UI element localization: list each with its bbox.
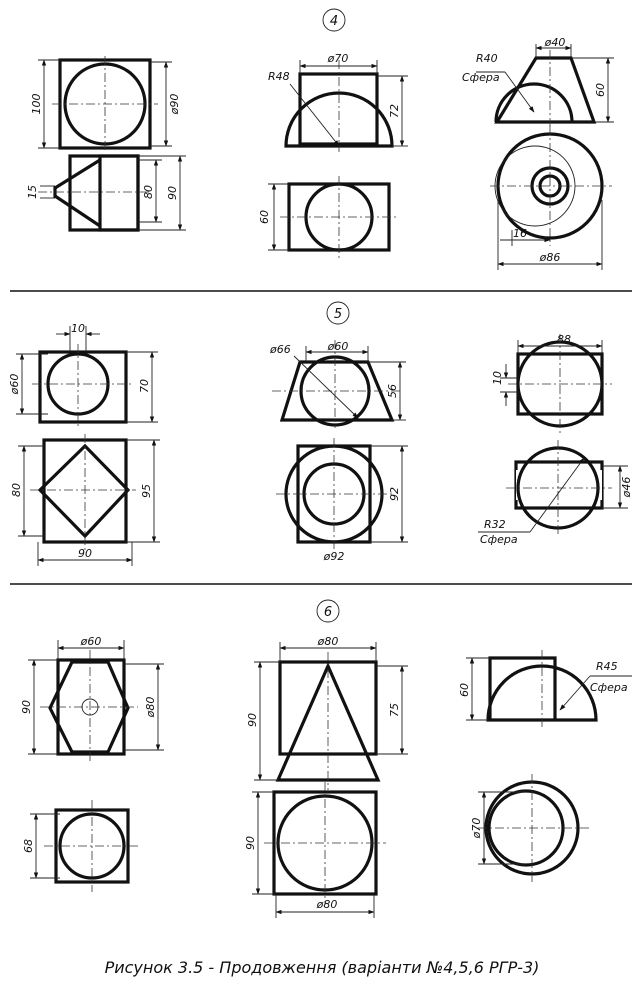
dim-label: 88	[557, 333, 571, 346]
dim-label: 70	[138, 379, 151, 393]
dim-label: 90	[244, 836, 257, 850]
figure-5c-front-view: 88 10	[491, 333, 612, 434]
dim-label: 90	[78, 547, 92, 560]
variant-number: 5	[334, 307, 342, 322]
figure-6a-front-view: ø60 90 ø80	[20, 635, 164, 764]
variant-number-circle	[322, 8, 346, 32]
variant-number-circle	[326, 301, 350, 325]
variant-6: 6 ø60 90 ø80	[20, 599, 632, 918]
dim-label: 100	[30, 94, 43, 115]
dim-label: ø40	[544, 36, 566, 49]
figure-4b-top-view: 60	[258, 176, 398, 258]
dim-label: 80	[10, 483, 23, 497]
variant-5: 5 10 ø60 70	[8, 301, 633, 566]
dim-label: R32	[484, 518, 506, 531]
figure-4a-front-view: 100 ø90	[30, 56, 181, 152]
dim-label: 56	[386, 384, 399, 398]
variant-number: 6	[324, 605, 332, 620]
dim-label: ø86	[539, 251, 561, 264]
figure-6b-front-view: ø80 90 75	[246, 635, 408, 790]
dim-label: 68	[22, 839, 35, 853]
figure-5b-top-view: 92 ø92	[276, 438, 408, 563]
figure-4c-front-view: ø40 R40 Сфера 60	[462, 36, 614, 130]
figure-4c-top-view: 16 ø86	[490, 126, 612, 270]
dim-label: Сфера	[480, 533, 518, 546]
variant-number-circle	[316, 599, 340, 623]
dim-label: R48	[268, 70, 290, 83]
dim-label: ø60	[327, 340, 349, 353]
figure-5c-top-view: ø46 R32 Сфера	[478, 440, 633, 546]
dim-label: 75	[388, 703, 401, 717]
dim-label: ø70	[327, 52, 349, 65]
figure-5b-front-view: ø60 ø66 56	[269, 340, 406, 428]
variant-4: 4 100 ø90 15	[26, 8, 614, 270]
dim-label: ø66	[269, 343, 291, 356]
figure-6b-top-view: 90 ø80	[244, 782, 386, 918]
variant-number: 4	[330, 14, 338, 29]
dim-label: ø46	[620, 477, 633, 499]
dim-label: 60	[258, 210, 271, 224]
dim-label: 80	[142, 185, 155, 199]
figure-4b-front-view: ø70 R48 72	[268, 52, 408, 152]
dim-label: Сфера	[462, 71, 500, 84]
figure-4a-top-view: 15 80 90	[26, 154, 186, 232]
dim-label: R40	[476, 52, 498, 65]
dim-label: 16	[513, 227, 527, 240]
figure-6c-top-view: ø70	[470, 774, 590, 882]
dim-label: ø70	[470, 818, 483, 840]
dim-label: 90	[246, 713, 259, 727]
dim-label: ø90	[168, 94, 181, 116]
dim-label: 95	[140, 484, 153, 498]
dim-label: R45	[596, 660, 618, 673]
dim-label: 10	[71, 322, 85, 335]
dim-label: Сфера	[590, 681, 628, 694]
dim-label: ø60	[8, 374, 21, 396]
dim-label: ø80	[316, 898, 338, 911]
dim-label: ø80	[144, 697, 157, 719]
dim-label: 72	[388, 104, 401, 118]
dim-label: 92	[388, 487, 401, 501]
dim-label: ø80	[317, 635, 339, 648]
figure-6c-front-view: 60 R45 Сфера	[458, 650, 632, 728]
dim-label: 10	[491, 371, 504, 385]
dim-label: ø60	[80, 635, 102, 648]
dim-label: 60	[594, 83, 607, 97]
dim-label: 15	[26, 185, 39, 199]
dim-label: ø92	[323, 550, 345, 563]
figure-5a-top-view: 80 95 90	[10, 434, 160, 566]
figure-5a-front-view: 10 ø60 70	[8, 322, 158, 428]
figure-6a-top-view: 68	[22, 800, 140, 892]
dim-label: 90	[20, 700, 33, 714]
dim-label: 90	[166, 186, 179, 200]
dim-label: 60	[458, 683, 471, 697]
figure-caption: Рисунок 3.5 - Продовження (варіанти №4,5…	[105, 958, 540, 977]
